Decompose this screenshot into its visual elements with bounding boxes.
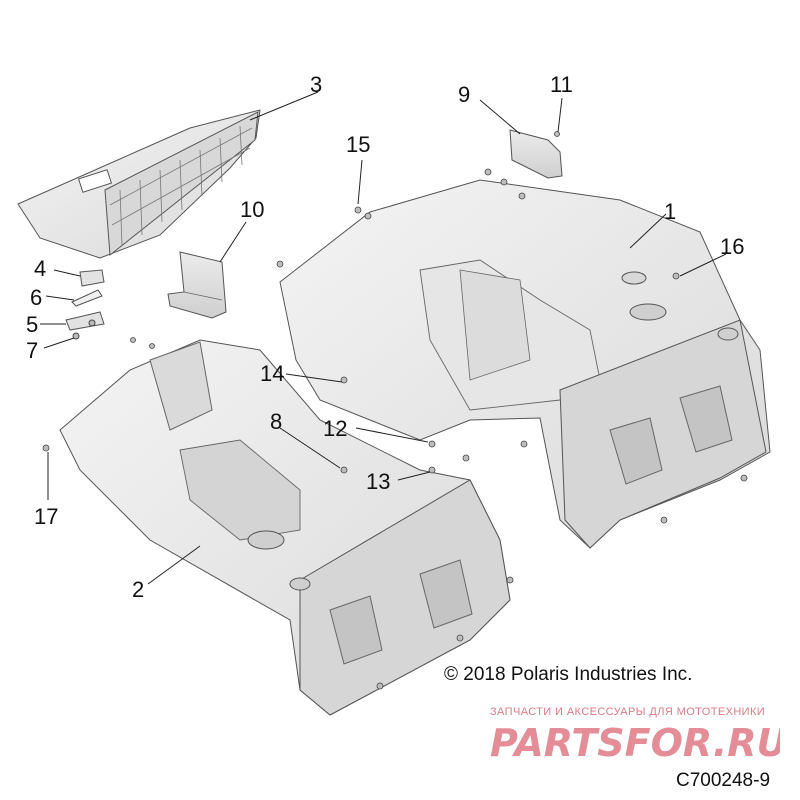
callout-13: 13 [366, 469, 391, 494]
callout-2: 2 [132, 577, 145, 602]
watermark-logo: PARTSFOR.RU [490, 721, 780, 764]
part-2-front-panel [59, 339, 511, 716]
callout-7: 7 [26, 338, 39, 363]
callout-12: 12 [323, 416, 348, 441]
callout-10: 10 [240, 197, 265, 222]
part-3-storage-lid [17, 109, 261, 259]
latch-hardware [65, 269, 105, 340]
callout-8: 8 [270, 409, 283, 434]
callout-6: 6 [30, 285, 43, 310]
watermark-tagline: ЗАПЧАСТИ И АКСЕССУАРЫ ДЛЯ МОТОТЕХНИКИ [490, 706, 766, 718]
callout-3: 3 [310, 72, 323, 97]
callout-16: 16 [720, 234, 745, 259]
copyright-notice: © 2018 Polaris Industries Inc. [444, 664, 693, 685]
callout-4: 4 [34, 256, 47, 281]
part-10-bracket [167, 251, 227, 319]
callout-11: 11 [550, 72, 573, 97]
callout-15: 15 [346, 132, 371, 157]
callout-1: 1 [664, 199, 677, 224]
diagram-code: C700248-9 [676, 770, 771, 791]
watermark-logo-text: PARTSFOR.RU [490, 721, 780, 764]
part-9-bracket [509, 129, 563, 179]
callout-5: 5 [26, 312, 39, 337]
fasteners [42, 131, 748, 690]
callout-9: 9 [458, 82, 471, 107]
part-1-rear-fender [279, 179, 771, 549]
leader-lines [40, 91, 727, 585]
callout-14: 14 [260, 361, 285, 386]
callout-17: 17 [34, 504, 59, 529]
